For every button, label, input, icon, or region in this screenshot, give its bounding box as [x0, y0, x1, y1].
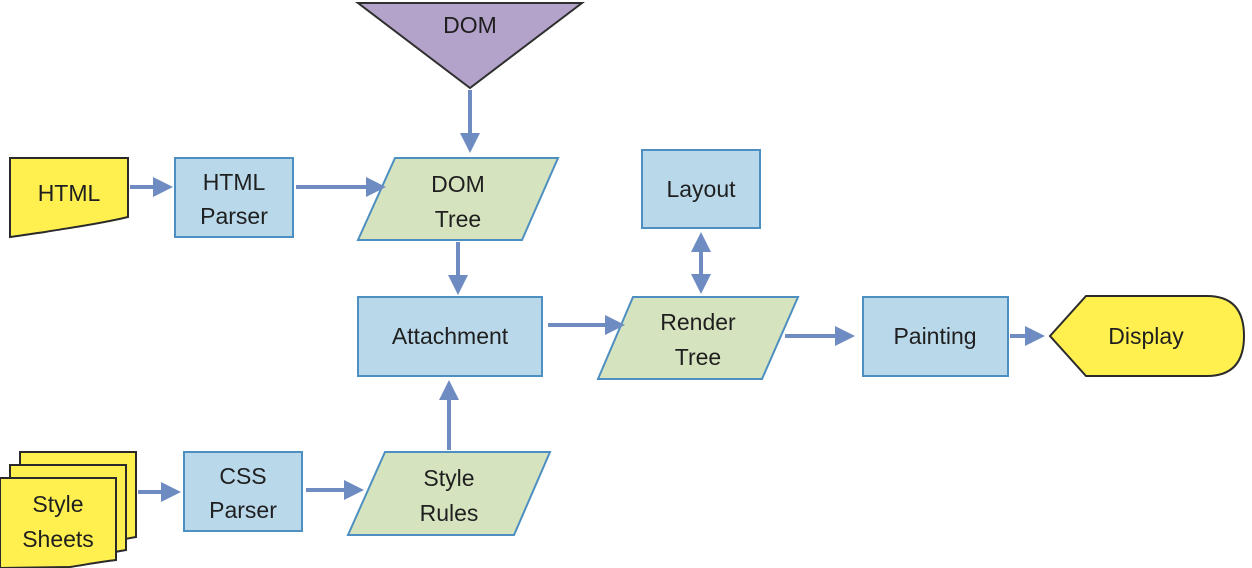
- render-tree-node: Render Tree: [596, 296, 800, 380]
- css-parser-shape: [183, 451, 303, 532]
- attachment-label: Attachment: [392, 323, 509, 349]
- style-sheets-node: Style Sheets: [0, 451, 137, 568]
- attachment-node: Attachment: [357, 296, 543, 377]
- painting-node: Painting: [862, 296, 1009, 377]
- dom-label: DOM: [443, 12, 497, 38]
- html-parser-node: HTML Parser: [174, 157, 294, 238]
- display-node: Display: [1048, 295, 1246, 377]
- render-tree-label-line2: Tree: [675, 344, 721, 370]
- painting-shape: [862, 296, 1009, 377]
- dom-node: DOM: [355, 2, 585, 90]
- css-parser-label-line2: Parser: [209, 497, 277, 523]
- html-parser-shape: [174, 157, 294, 238]
- layout-shape: [641, 149, 761, 229]
- style-sheets-label-line2: Sheets: [22, 526, 94, 552]
- html-label: HTML: [38, 180, 101, 206]
- style-rules-shape: [346, 451, 552, 536]
- css-parser-node: CSS Parser: [183, 451, 303, 532]
- style-rules-node: Style Rules: [346, 451, 552, 536]
- html-node: HTML: [9, 157, 129, 239]
- render-tree-label-line1: Render: [660, 309, 736, 335]
- html-parser-label-line1: HTML: [203, 169, 266, 195]
- dom-tree-node: DOM Tree: [356, 157, 560, 241]
- attachment-shape: [357, 296, 543, 377]
- layout-label: Layout: [666, 176, 736, 202]
- style-sheets-front-page: [0, 477, 117, 568]
- html-shape: [9, 157, 129, 239]
- display-shape: [1048, 295, 1246, 377]
- display-label: Display: [1108, 323, 1184, 349]
- dom-shape: [355, 2, 585, 90]
- dom-tree-label-line1: DOM: [431, 171, 485, 197]
- html-parser-label-line2: Parser: [200, 203, 268, 229]
- style-rules-label-line2: Rules: [420, 500, 479, 526]
- render-tree-shape: [596, 296, 800, 380]
- style-rules-label-line1: Style: [423, 465, 474, 491]
- dom-tree-label-line2: Tree: [435, 206, 481, 232]
- layout-node: Layout: [641, 149, 761, 229]
- dom-tree-shape: [356, 157, 560, 241]
- painting-label: Painting: [893, 323, 976, 349]
- style-sheets-label-line1: Style: [32, 491, 83, 517]
- css-parser-label-line1: CSS: [219, 463, 266, 489]
